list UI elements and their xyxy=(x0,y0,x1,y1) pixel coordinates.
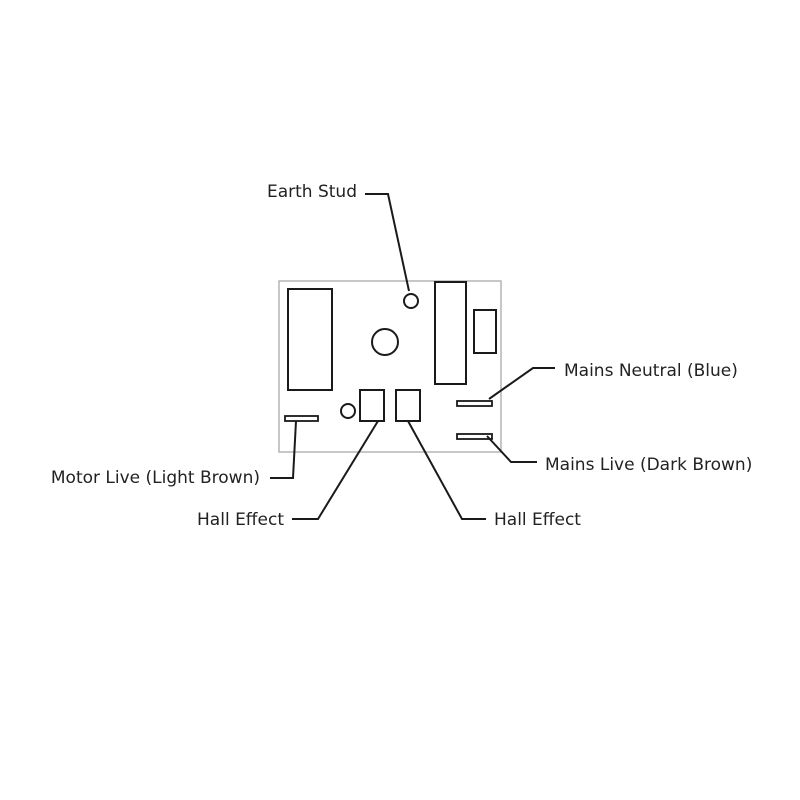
mains-neutral-label: Mains Neutral (Blue) xyxy=(564,361,738,381)
earth-stud-label: Earth Stud xyxy=(267,182,357,202)
small-component-right xyxy=(473,309,497,354)
earth-stud-hole xyxy=(403,293,419,309)
motor-live-leader xyxy=(270,420,297,479)
mains-neutral-leader xyxy=(488,367,555,400)
hall-effect-sensor-left xyxy=(359,389,385,422)
small-hole-lower xyxy=(340,403,356,419)
hall-effect-right-leader xyxy=(407,420,486,520)
hall-effect-left-leader xyxy=(292,420,379,520)
center-mounting-hole xyxy=(371,328,399,356)
pcb-board-outline xyxy=(278,280,502,453)
motor-live-terminal xyxy=(284,415,319,422)
hall-effect-left-label: Hall Effect xyxy=(197,510,284,530)
mains-neutral-terminal xyxy=(456,400,493,407)
motor-live-label: Motor Live (Light Brown) xyxy=(51,468,260,488)
earth-stud-leader xyxy=(365,193,410,292)
mains-live-label: Mains Live (Dark Brown) xyxy=(545,455,752,475)
mains-live-terminal xyxy=(456,433,493,440)
tall-component-right xyxy=(434,281,467,385)
hall-effect-right-label: Hall Effect xyxy=(494,510,581,530)
large-component-left xyxy=(287,288,333,391)
mains-live-leader xyxy=(486,435,537,463)
